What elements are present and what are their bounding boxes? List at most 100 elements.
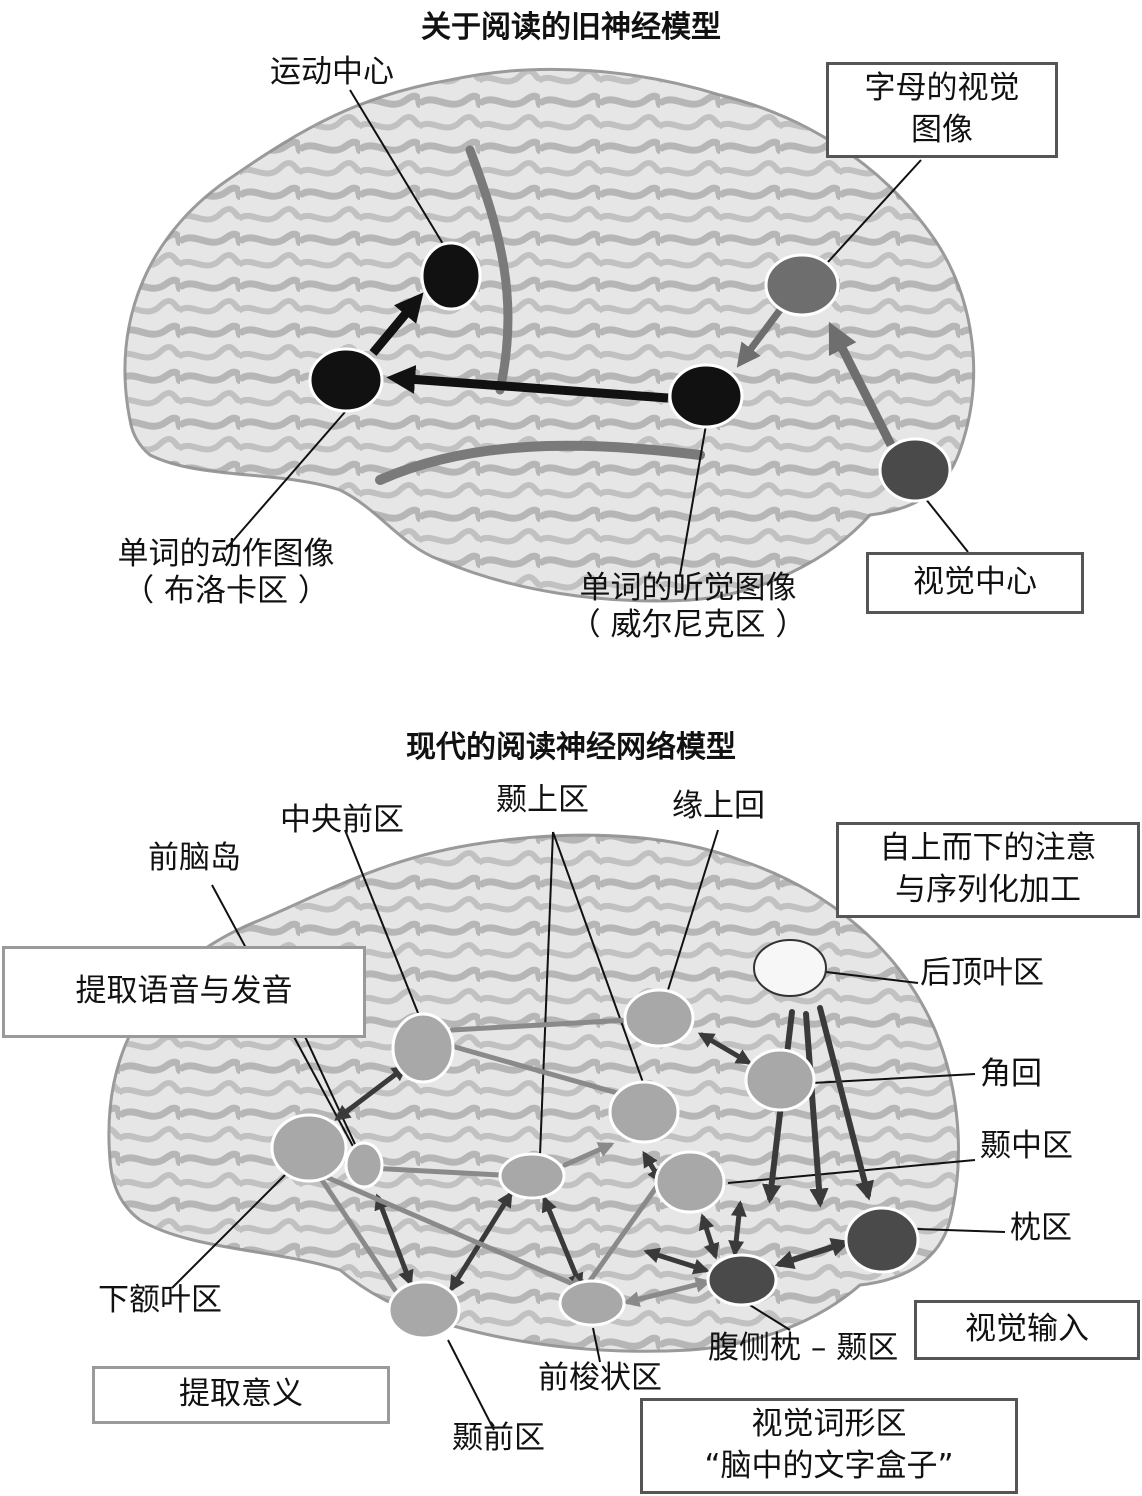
node-superior-temporal [498,1152,566,1200]
link-precentral-suptemporal [445,1042,638,1101]
label-ventral-occipitotemporal: 腹侧枕 – 颞区 [708,1330,899,1366]
arrow-broca-to-motor [369,292,424,356]
node-occipital [844,1206,920,1274]
node-inferior-frontal [270,1113,348,1183]
label-wernicke: 单词的听觉图像 （ 威尔尼克区 ） [560,570,816,644]
node-ventral-occipitotemporal [706,1253,778,1307]
link-insula-suptemporal [367,1165,503,1178]
box-letter-visual: 字母的视觉 图像 [826,62,1058,158]
node-anterior-insula [344,1141,384,1189]
node-motor-center [420,241,482,311]
topdown-line1: 自上而下的注意 [879,830,1097,867]
link-precentral-supramarginal [449,1017,631,1033]
label-superior-temporal: 颞上区 [496,782,589,818]
arrow-suptemporal-fusiform [541,1195,584,1290]
arrow-visual-to-letter [828,321,896,448]
arrow-pp-down-2 [803,1011,829,1208]
arrow-vot-fusiform [623,1276,712,1308]
arrow-insula-anttemporal [374,1193,414,1287]
leader-middle-temporal [727,1159,976,1184]
label-inferior-frontal: 下额叶区 [98,1282,222,1318]
label-posterior-parietal: 后顶叶区 [920,955,1044,991]
leader-posterior-parietal [825,971,919,984]
box-vwfa: 视觉词形区 “脑中的文字盒子” [640,1398,1018,1494]
node-middle-temporal [654,1150,726,1214]
visual-center-text: 视觉中心 [913,564,1037,601]
arrow-supramarginal-angular [697,1032,753,1065]
leader-inferior-frontal [171,1164,296,1289]
top-leader-lines [224,89,969,576]
node-visual-center [878,437,952,503]
node-superior-temporal-post [608,1080,680,1144]
vwfa-line1: 视觉词形区 [751,1406,907,1443]
bottom-arrows [307,1005,874,1308]
phonology-text: 提取语音与发音 [75,973,293,1010]
leader-sup-temporal-b [552,831,646,1089]
bottom-leader-lines [171,829,1006,1431]
leader-letter-visual [827,159,922,263]
label-broca: 单词的动作图像 （ 布洛卡区 ） [98,536,354,610]
node-posterior-parietal [753,939,827,997]
bottom-brain-gyri [108,835,959,1352]
node-wernicke [668,363,744,429]
top-brain [123,67,976,603]
box-visual-center: 视觉中心 [866,552,1084,614]
vwfa-line2: “脑中的文字盒子” [704,1448,954,1484]
arrow-precentral-ifg [334,1065,408,1121]
arrow-pp-down-3 [817,1005,874,1201]
label-middle-temporal: 颞中区 [980,1128,1073,1164]
leader-anterior-fusiform [592,1327,601,1363]
link-ifg-anttemporal [319,1177,398,1293]
node-anterior-fusiform [558,1279,626,1327]
top-nodes [308,241,952,503]
bottom-brain [107,833,960,1353]
label-anterior-temporal: 颞前区 [452,1420,545,1456]
label-motor-center: 运动中心 [270,54,394,90]
arrow-to-suptemporal-post [562,1142,615,1168]
label-occipital: 枕区 [1010,1210,1072,1246]
leader-anterior-temporal [447,1339,495,1431]
arrow-vot-midtemporal-1 [698,1213,720,1260]
broca-line2: （ 布洛卡区 ） [123,573,329,610]
leader-broca [224,411,346,551]
arrow-occipital-vot [774,1237,851,1270]
node-letter-visual [764,253,840,317]
label-anterior-fusiform: 前梭状区 [538,1360,662,1396]
box-phonology: 提取语音与发音 [2,946,366,1038]
bottom-nodes [270,939,920,1340]
letter-visual-line2: 图像 [911,112,973,148]
arrow-letter-to-wernicke [736,303,786,368]
arrow-midtemporal-fusiform [579,1179,663,1296]
leader-precentral [344,829,421,1019]
wernicke-line1: 单词的听觉图像 [579,570,797,606]
arrow-ifg-fusiform [307,1167,587,1291]
node-precentral [391,1012,455,1084]
arrow-wernicke-to-broca [386,365,669,403]
node-anterior-temporal [387,1280,461,1340]
leader-wernicke [679,424,707,576]
top-arrows [369,292,896,448]
leader-motor-center [349,89,444,245]
box-topdown-attention: 自上而下的注意 与序列化加工 [836,822,1140,918]
arrow-vot-midtemporal-2 [728,1200,747,1257]
label-supramarginal: 缘上回 [672,788,765,824]
leader-supramarginal [667,829,719,991]
topdown-line2: 与序列化加工 [895,872,1081,908]
top-diagram-title: 关于阅读的旧神经模型 [421,10,721,45]
top-central-sulcus [465,145,513,395]
leader-sup-temporal-a [539,831,554,1156]
label-angular: 角回 [980,1056,1042,1092]
node-angular [744,1048,816,1112]
broca-line1: 单词的动作图像 [117,536,335,572]
node-broca [308,347,384,413]
label-precentral: 中央前区 [280,802,404,838]
wernicke-line2: （ 威尔尼克区 ） [569,607,807,644]
arrow-vot-fusiform-upper [643,1247,710,1275]
top-sylvian-fissure [375,440,705,485]
bottom-diagram-title: 现代的阅读神经网络模型 [406,730,736,765]
meaning-text: 提取意义 [179,1376,303,1413]
letter-visual-line1: 字母的视觉 [864,70,1020,107]
box-visual-input: 视觉输入 [914,1300,1140,1360]
node-supramarginal [623,988,695,1048]
label-anterior-insula: 前脑岛 [148,840,241,876]
